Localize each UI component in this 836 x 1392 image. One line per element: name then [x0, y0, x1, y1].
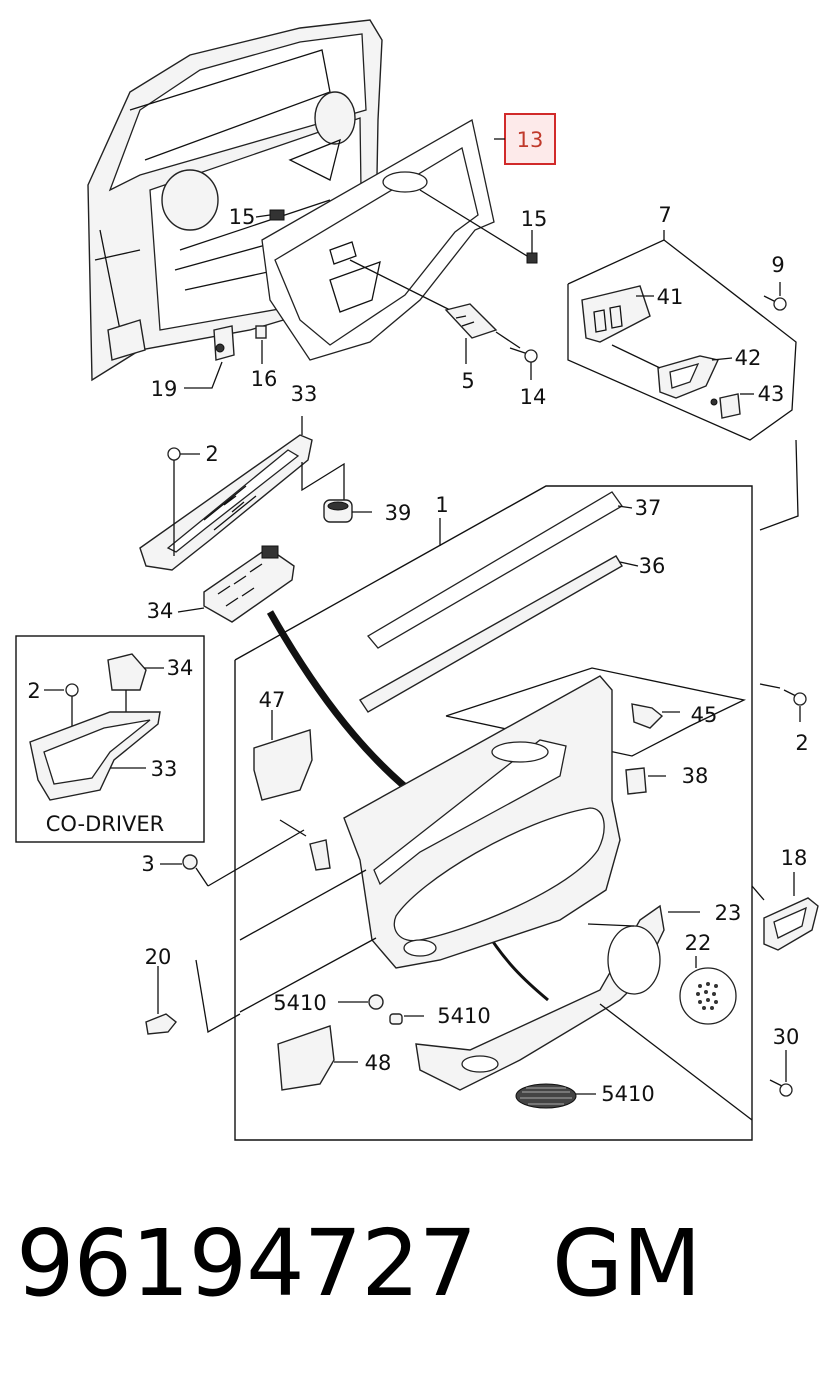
- label-38: 38: [682, 764, 709, 788]
- co-driver-label: CO-DRIVER: [46, 812, 165, 836]
- label-1: 1: [435, 493, 448, 517]
- label-2-inset: 2: [27, 679, 40, 703]
- switch-bezel-33: 33: [139, 382, 345, 571]
- label-43: 43: [758, 382, 785, 406]
- label-39: 39: [385, 501, 412, 525]
- label-2-right: 2: [795, 731, 808, 755]
- clip-15-right: 15: [419, 189, 548, 264]
- label-5410-left: 5410: [273, 991, 326, 1015]
- callout-13: 13: [504, 113, 556, 165]
- label-34-inset: 34: [167, 656, 194, 680]
- label-30: 30: [773, 1025, 800, 1049]
- mirror-switch-39: 39: [323, 499, 412, 525]
- screw-2-right: 2: [759, 683, 809, 755]
- label-5: 5: [461, 369, 474, 393]
- label-33-inset: 33: [151, 757, 178, 781]
- label-15-right: 15: [521, 207, 548, 231]
- bracket-5: 5: [349, 259, 521, 393]
- label-47: 47: [259, 688, 286, 712]
- label-7: 7: [658, 203, 671, 227]
- brand-name: GM: [552, 1210, 702, 1317]
- label-34-main: 34: [147, 599, 174, 623]
- label-48: 48: [365, 1051, 392, 1075]
- handle-group-7: 7 41 42 43: [567, 203, 797, 441]
- fastener-20: 20: [145, 945, 241, 1035]
- label-19: 19: [151, 377, 178, 401]
- label-42: 42: [735, 346, 762, 370]
- part-number: 96194727: [16, 1210, 477, 1317]
- door-inner-panel-13: [261, 118, 495, 361]
- label-41: 41: [657, 285, 684, 309]
- screw-30: 30: [769, 1025, 800, 1097]
- label-36: 36: [639, 554, 666, 578]
- clip-16: 16: [251, 325, 278, 391]
- label-5410-mid: 5410: [437, 1004, 490, 1028]
- bezel-18: 18: [751, 846, 819, 951]
- label-45: 45: [691, 703, 718, 727]
- label-3: 3: [141, 852, 154, 876]
- label-15-left: 15: [229, 205, 256, 229]
- screw-9: 9: [763, 253, 787, 311]
- screw-14: 14: [509, 347, 547, 409]
- label-16: 16: [251, 367, 278, 391]
- co-driver-inset: 34 2 33 CO-DRIVER: [15, 635, 205, 843]
- window-switch-34: 34: [147, 545, 295, 623]
- clip-3: 3: [141, 829, 305, 887]
- screw-2-top: 2: [167, 442, 219, 556]
- door-shell: [87, 19, 383, 382]
- label-5410-right: 5410: [601, 1082, 654, 1106]
- label-9: 9: [771, 253, 784, 277]
- label-33-top: 33: [291, 382, 318, 406]
- label-13: 13: [517, 128, 544, 152]
- label-37: 37: [635, 496, 662, 520]
- label-20: 20: [145, 945, 172, 969]
- label-14: 14: [520, 385, 547, 409]
- label-23: 23: [715, 901, 742, 925]
- door-trim-group-1: 1 37 36 45 38 47: [234, 485, 753, 1141]
- label-2-top: 2: [205, 442, 218, 466]
- label-18: 18: [781, 846, 808, 870]
- clip-15-left: 15: [229, 205, 285, 229]
- label-22: 22: [685, 931, 712, 955]
- bracket-19: 19: [151, 325, 235, 401]
